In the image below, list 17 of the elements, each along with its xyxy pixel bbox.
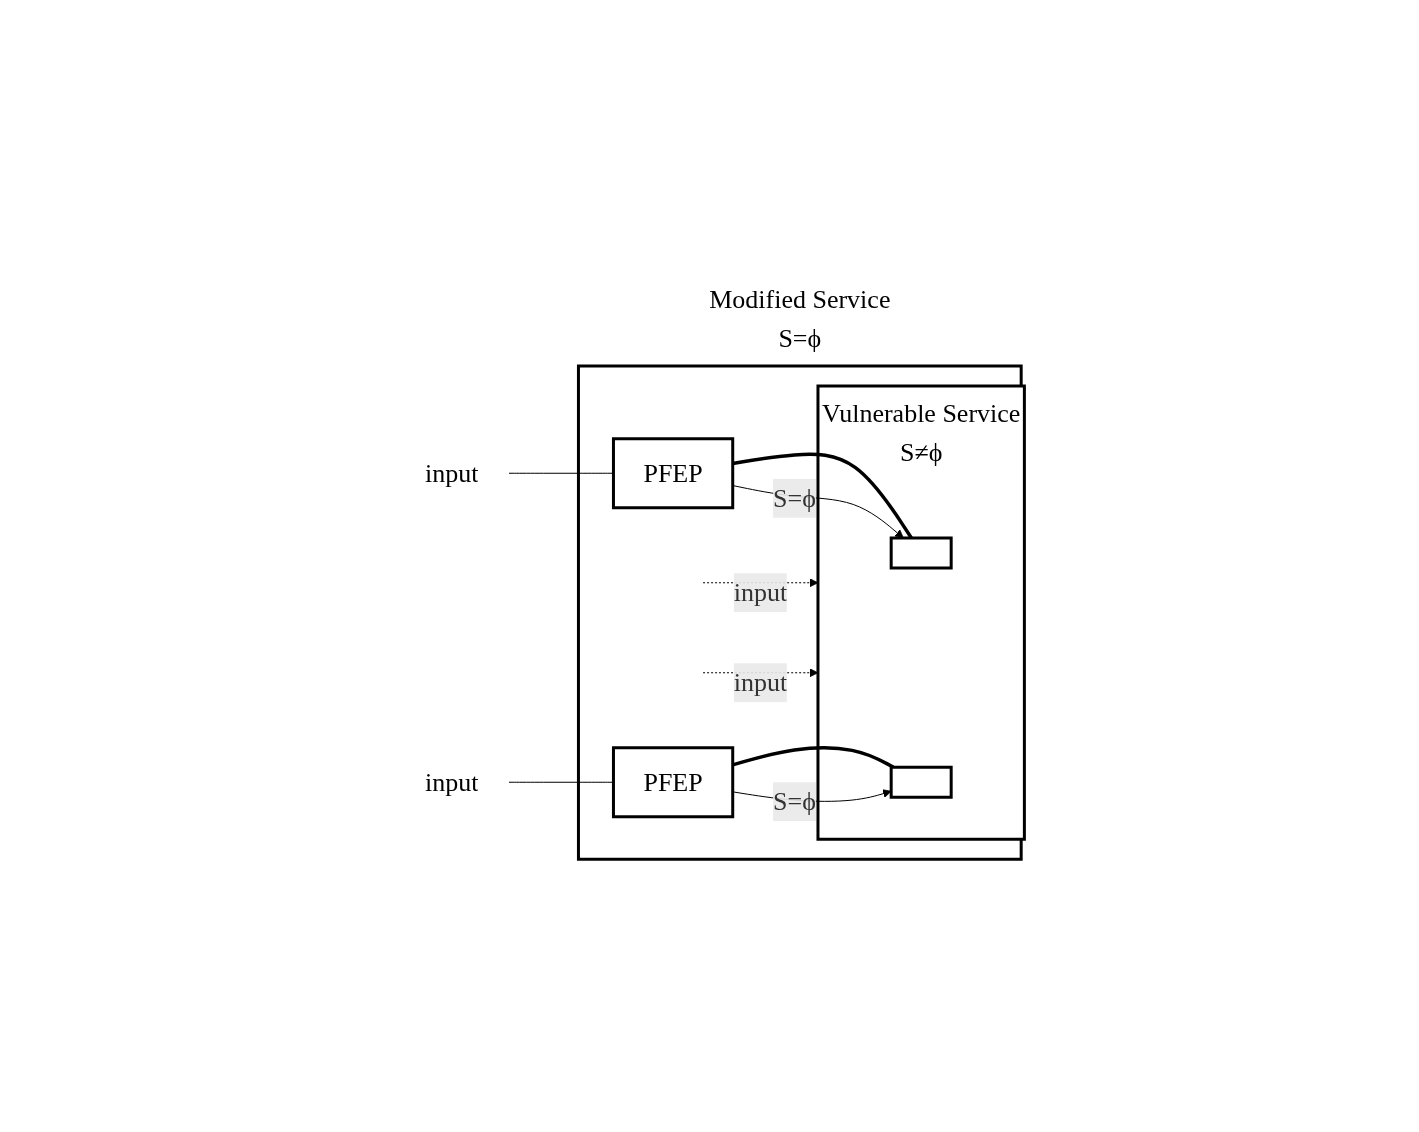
edge-label: input (733, 668, 788, 698)
node-box: PFEP (611, 746, 735, 819)
node-box (889, 536, 953, 570)
node-text: input (424, 768, 479, 798)
edge-label: input (733, 578, 788, 608)
connector (732, 746, 895, 770)
node-box: PFEP (611, 437, 735, 510)
node-text: input (424, 459, 479, 489)
node-label: S=ϕ (778, 324, 822, 354)
edge-label: S=ϕ (772, 484, 816, 514)
connector (507, 782, 614, 784)
node-label: Modified Service (709, 285, 891, 315)
node-label: S≠ϕ (899, 438, 943, 468)
edge-label: S=ϕ (772, 787, 816, 817)
connector (507, 473, 614, 475)
cluster (576, 364, 1023, 862)
node-box (889, 766, 953, 800)
